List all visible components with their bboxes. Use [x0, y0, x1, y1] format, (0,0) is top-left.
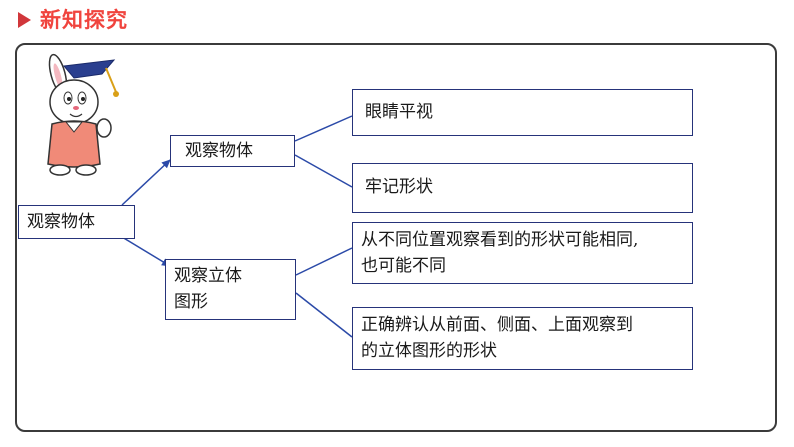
root-label: 观察物体 [27, 212, 95, 232]
leaf3-line1: 从不同位置观察看到的形状可能相同, [361, 230, 639, 250]
connector-root-branch2 [121, 236, 171, 267]
mindmap-leaf-node-1: 眼睛平视 [352, 89, 693, 136]
section-title: 新知探究 [40, 8, 128, 32]
connector-branch1-leaf2 [294, 154, 353, 188]
mindmap-root-node: 观察物体 [18, 205, 135, 239]
header-arrow-icon [18, 12, 31, 28]
branch1-label: 观察物体 [185, 141, 253, 161]
connector-branch2-leaf4 [295, 292, 353, 338]
mindmap-leaf-node-3: 从不同位置观察看到的形状可能相同, 也可能不同 [352, 222, 693, 284]
leaf4-line1: 正确辨认从前面、侧面、上面观察到 [361, 315, 633, 335]
leaf1-label: 眼睛平视 [365, 102, 433, 122]
rabbit-graduate-mascot-icon [47, 53, 119, 176]
mindmap-branch-node-1: 观察物体 [170, 135, 295, 167]
branch2-label-line2: 图形 [174, 292, 208, 312]
mindmap-leaf-node-4: 正确辨认从前面、侧面、上面观察到 的立体图形的形状 [352, 307, 693, 370]
content-frame [15, 43, 777, 432]
mindmap-leaf-node-2: 牢记形状 [352, 163, 693, 213]
branch2-label-line1: 观察立体 [174, 266, 242, 286]
mindmap-branch-node-2: 观察立体 图形 [165, 259, 296, 320]
connector-root-branch1 [121, 159, 171, 206]
connector-branch2-leaf3 [295, 247, 353, 276]
leaf2-label: 牢记形状 [365, 177, 433, 197]
leaf3-line2: 也可能不同 [361, 256, 446, 276]
connector-branch1-leaf1 [294, 115, 353, 142]
leaf4-line2: 的立体图形的形状 [361, 341, 497, 361]
